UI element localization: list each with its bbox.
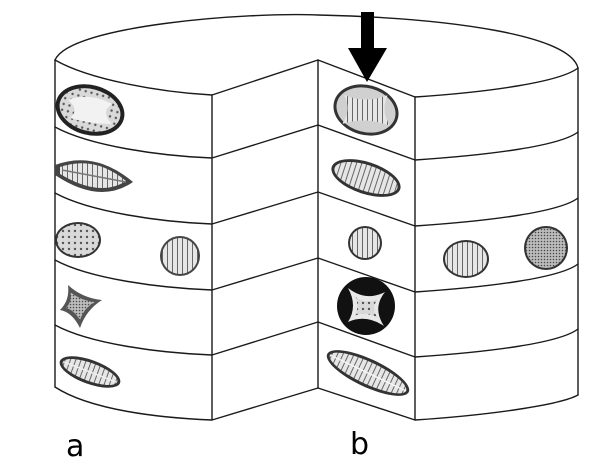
layer-boundary-2 — [54, 191, 579, 227]
diatom-a3-left — [55, 222, 101, 258]
layer-boundaries — [54, 124, 579, 358]
panel-a-diatoms — [55, 84, 200, 388]
panel-label-b: b — [350, 427, 370, 462]
layer-boundary-4 — [54, 321, 579, 358]
diatom-a5 — [59, 356, 121, 388]
top-rim-left — [54, 13, 579, 69]
diatom-b3-mid — [443, 240, 489, 278]
diatom-a2 — [55, 160, 133, 192]
panel-label-a: a — [66, 429, 85, 464]
panel-b-diatoms — [326, 84, 568, 396]
diatom-a4 — [60, 285, 102, 328]
cylinder-outline — [54, 13, 579, 421]
diatom-b4 — [337, 277, 395, 335]
diatom-b1 — [333, 84, 399, 136]
top-cut-edge — [54, 59, 579, 98]
diatom-a1 — [55, 84, 125, 136]
bottom-rim — [54, 386, 579, 421]
diatom-a3-right — [160, 236, 200, 276]
diatom-b5 — [326, 350, 410, 396]
down-arrow-icon — [348, 12, 387, 82]
layer-boundary-3 — [54, 257, 579, 293]
diatom-b2 — [331, 159, 401, 197]
diatom-b3-right — [524, 226, 568, 270]
layer-boundary-1 — [54, 124, 579, 161]
diatom-b3-small — [348, 226, 382, 260]
